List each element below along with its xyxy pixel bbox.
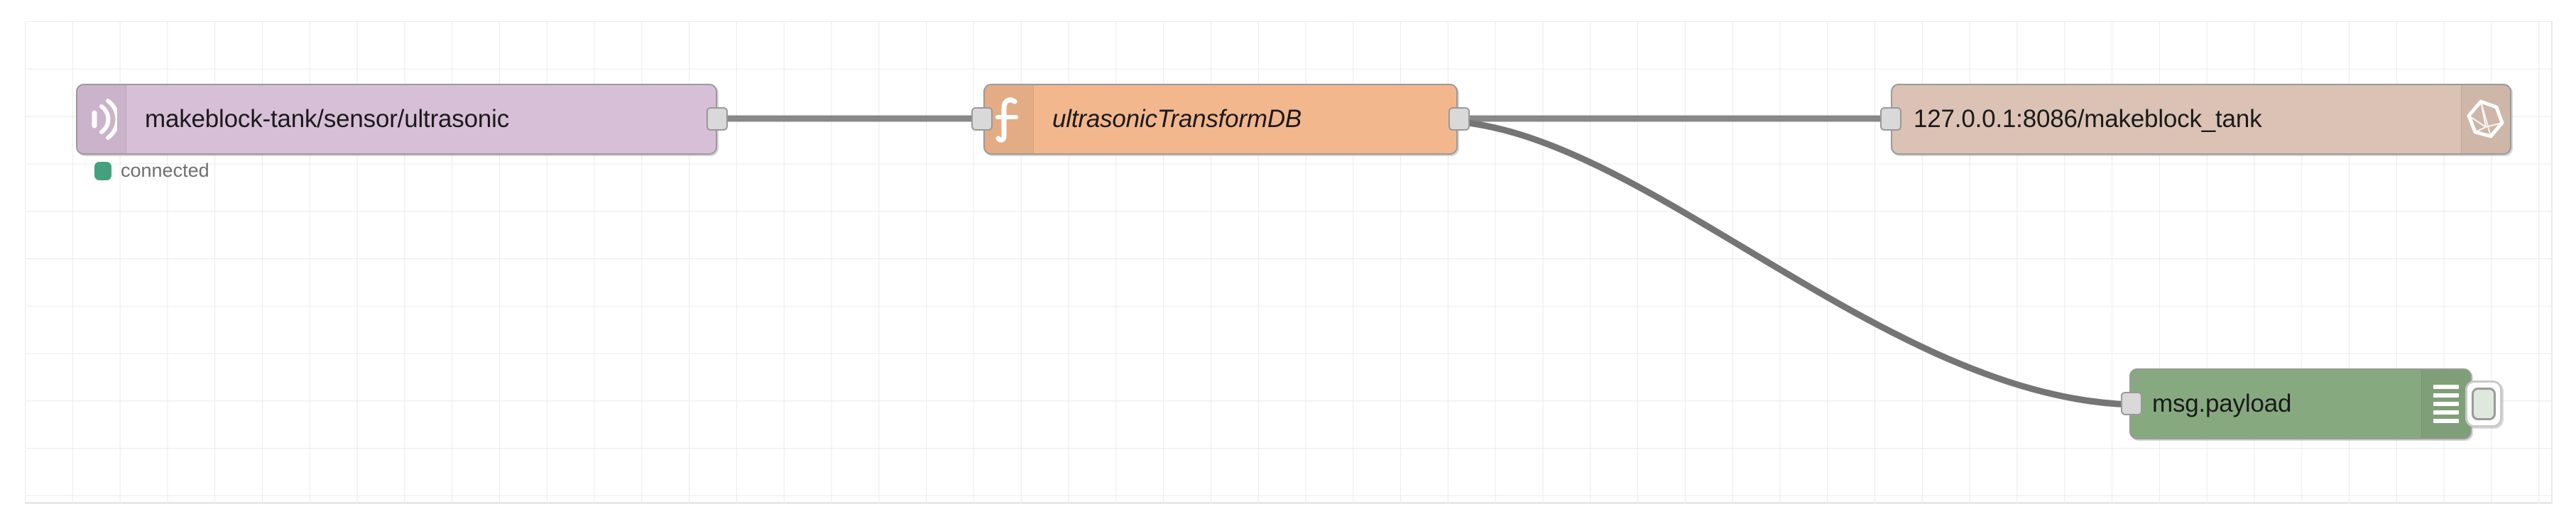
node-mqtt-in-label: makeblock-tank/sensor/ultrasonic: [145, 105, 509, 133]
node-mqtt-in-status: connected: [94, 160, 209, 182]
debug-bars-icon: [2421, 370, 2470, 438]
port-function-input[interactable]: [971, 107, 993, 131]
debug-enable-toggle[interactable]: [2465, 380, 2502, 427]
port-function-output[interactable]: [1448, 107, 1470, 131]
bars-glyph: [2433, 385, 2459, 423]
influxdb-icon: [2461, 85, 2510, 153]
node-mqtt-in[interactable]: makeblock-tank/sensor/ultrasonic: [76, 84, 717, 155]
function-f-icon: [985, 85, 1034, 153]
debug-toggle-indicator: [2472, 388, 2496, 420]
node-function-label: ultrasonicTransformDB: [1052, 105, 1302, 133]
port-debug-input[interactable]: [2121, 392, 2142, 415]
status-label: connected: [121, 160, 209, 181]
status-dot: [94, 161, 111, 180]
node-influxdb-out[interactable]: 127.0.0.1:8086/makeblock_tank: [1891, 84, 2511, 155]
node-debug[interactable]: msg.payload: [2129, 368, 2472, 439]
node-influxdb-out-label: 127.0.0.1:8086/makeblock_tank: [1914, 105, 2262, 133]
port-mqtt-in-output[interactable]: [706, 107, 728, 131]
port-influxdb-input[interactable]: [1880, 107, 1901, 131]
node-function[interactable]: ultrasonicTransformDB: [983, 84, 1458, 155]
mqtt-wifi-icon: [77, 85, 126, 153]
node-debug-label: msg.payload: [2152, 390, 2292, 417]
